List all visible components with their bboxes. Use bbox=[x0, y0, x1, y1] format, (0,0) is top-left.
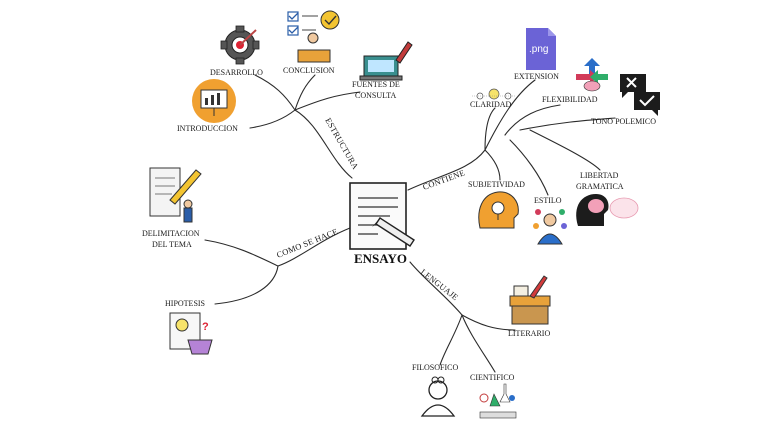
label-flexibilidad: FLEXIBILIDAD bbox=[542, 95, 598, 104]
branch-label-estructura: ESTRUCTURA bbox=[323, 116, 361, 172]
branch-lenguaje-line bbox=[409, 261, 463, 316]
label-libertad-line2: GRAMATICA bbox=[576, 182, 624, 191]
branch-line-literario bbox=[461, 314, 516, 331]
branch-line-hipotesis bbox=[214, 265, 279, 305]
presentation-board-icon bbox=[192, 79, 236, 123]
branch-contiene-line bbox=[407, 149, 486, 191]
branch-line-cientifico bbox=[461, 314, 496, 373]
branch-como-line bbox=[277, 227, 351, 267]
label-subjetividad: SUBJETIVIDAD bbox=[468, 180, 525, 189]
label-fuentes-line2: CONSULTA bbox=[355, 91, 397, 100]
head-lightbulb-icon bbox=[478, 191, 519, 229]
center-title: ENSAYO bbox=[354, 251, 407, 266]
document-pen-icon bbox=[349, 182, 415, 250]
branch-line-tono bbox=[519, 117, 616, 131]
science-lab-icon bbox=[479, 383, 517, 419]
branch-line-filosofico bbox=[439, 314, 463, 366]
branch-line-fuentes bbox=[294, 91, 361, 111]
label-claridad: CLARIDAD bbox=[470, 100, 512, 109]
branch-line-introduccion bbox=[249, 109, 296, 129]
label-delimitacion-line1: DELIMITACION bbox=[142, 229, 200, 238]
svg-text:?: ? bbox=[202, 321, 209, 333]
label-literario: LITERARIO bbox=[508, 329, 550, 338]
png-badge: .png bbox=[529, 44, 548, 55]
branch-line-desarrollo bbox=[254, 74, 296, 111]
book-quill-icon bbox=[509, 275, 551, 325]
branch-line-estilo bbox=[509, 139, 549, 196]
branch-label-lenguaje: LENGUAJE bbox=[419, 267, 461, 303]
label-tono-polemico: TONO POLEMICO bbox=[591, 117, 656, 126]
branch-label-contiene: CONTIENE bbox=[421, 167, 466, 191]
hypothesis-flask-icon: ? bbox=[169, 312, 213, 355]
branch-line-extension bbox=[484, 79, 536, 151]
branch-line-claridad bbox=[484, 107, 496, 151]
checklist-presenter-icon bbox=[287, 10, 340, 63]
label-conclusion: CONCLUSION bbox=[283, 66, 335, 75]
laptop-books-icon bbox=[359, 41, 413, 81]
label-cientifico: CIENTIFICO bbox=[470, 373, 515, 382]
label-extension: EXTENSION bbox=[514, 72, 559, 81]
branch-line-delimitacion bbox=[204, 239, 279, 267]
writer-pencil-icon bbox=[149, 167, 202, 223]
thinker-icon bbox=[420, 376, 456, 417]
branch-estructura-line bbox=[294, 109, 353, 179]
branch-line-subjetividad bbox=[484, 149, 501, 181]
label-estilo: ESTILO bbox=[534, 196, 562, 205]
label-filosofico: FILOSOFICO bbox=[412, 363, 458, 372]
label-fuentes-line1: FUENTES DE bbox=[352, 80, 400, 89]
label-hipotesis: HIPOTESIS bbox=[165, 299, 205, 308]
lightbulbs-icon bbox=[472, 88, 515, 100]
branch-label-como-se-hace: COMO SE HACE bbox=[275, 226, 339, 260]
chat-x-check-icon bbox=[620, 74, 660, 116]
branch-line-flexibilidad bbox=[504, 104, 561, 136]
head-brain-icon bbox=[576, 194, 639, 226]
person-ideas-icon bbox=[533, 209, 567, 245]
label-desarrollo: DESARROLLO bbox=[210, 68, 263, 77]
gear-icon bbox=[220, 25, 260, 65]
label-delimitacion-line2: DEL TEMA bbox=[152, 240, 192, 249]
branch-line-libertad bbox=[529, 129, 601, 171]
arrows-brain-icon bbox=[576, 58, 608, 92]
png-file-icon: .png bbox=[526, 28, 556, 70]
branch-line-conclusion bbox=[294, 74, 316, 111]
label-libertad-line1: LIBERTAD bbox=[580, 171, 619, 180]
label-introduccion: INTRODUCCION bbox=[177, 124, 238, 133]
